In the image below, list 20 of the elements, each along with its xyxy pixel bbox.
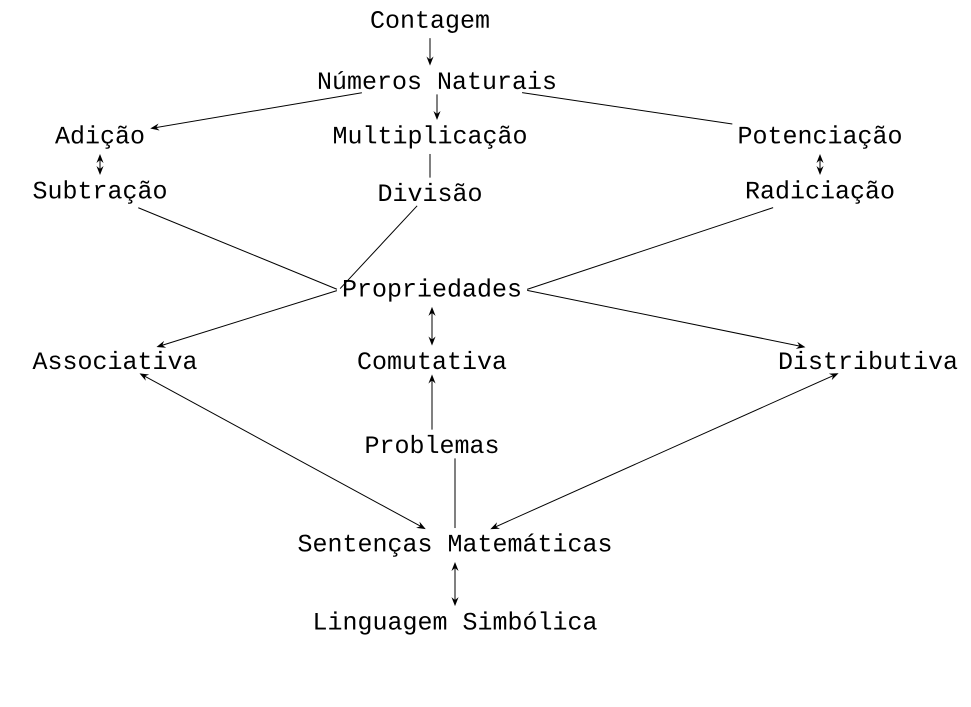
concept-label: Subtração: [33, 180, 166, 204]
concept-label: Problemas: [366, 434, 498, 454]
concept-label: Associativa: [32, 350, 197, 370]
connector-line: [138, 207, 338, 290]
concept-label: Números Naturais: [318, 70, 555, 90]
concept-label: Adição: [55, 125, 144, 149]
concept-label: Contagem: [371, 11, 489, 33]
concept-label: Sentenças Matemáticas: [298, 533, 610, 557]
concept-label: Multiplicação: [334, 125, 526, 149]
connector-line: [522, 92, 733, 124]
connector-line: [526, 207, 774, 290]
concept-label: Divisão: [379, 182, 481, 202]
concept-label: Radiciação: [746, 180, 894, 204]
concept-label: Linguagem Simbólica: [315, 611, 597, 635]
concept-label: Propriedades: [344, 278, 520, 302]
concept-label: Potenciação: [739, 125, 901, 149]
connector-line: [454, 458, 456, 529]
concept-label: Comutativa: [358, 350, 506, 370]
concept-label: Distributiva: [780, 350, 958, 370]
connector-line: [340, 205, 418, 290]
